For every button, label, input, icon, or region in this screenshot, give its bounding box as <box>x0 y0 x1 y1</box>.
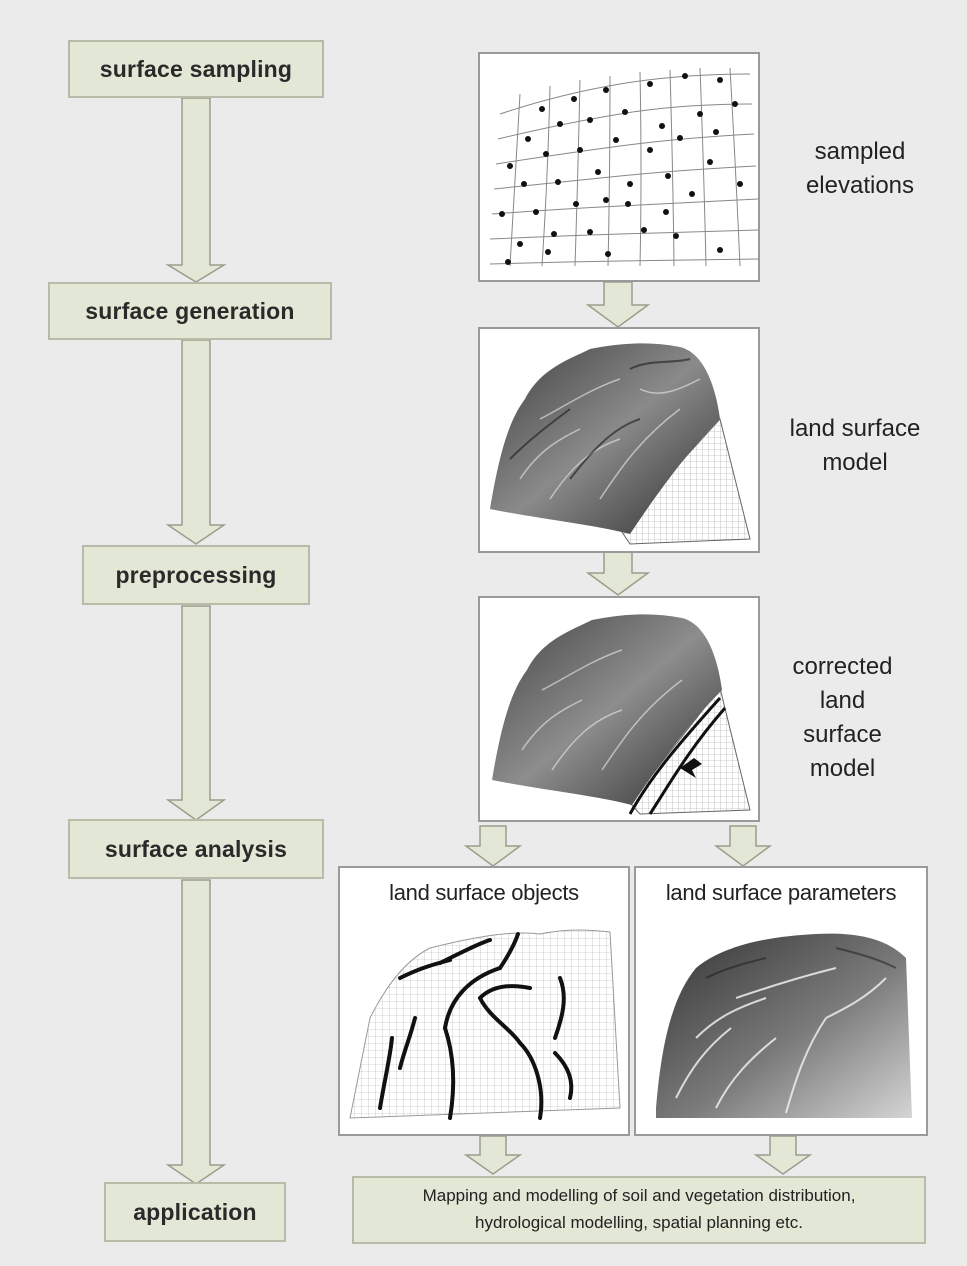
arrow-analysis-to-application <box>168 880 224 1184</box>
step-application: application <box>104 1182 286 1242</box>
sampled-elevations-panel <box>478 52 760 282</box>
terrain-model-image <box>480 329 760 553</box>
sampled-grid-image <box>480 54 760 282</box>
step-surface-sampling: surface sampling <box>68 40 324 98</box>
land-surface-model-panel <box>478 327 760 553</box>
arrow-objects-to-application <box>466 1136 520 1174</box>
caption-line: sampled <box>770 135 950 169</box>
application-text-line: Mapping and modelling of soil and vegeta… <box>354 1182 924 1209</box>
arrow-model-to-corrected <box>588 552 648 595</box>
drainage-network-image <box>340 868 630 1136</box>
arrow-sampled-to-model <box>588 282 648 327</box>
caption-line: land <box>770 684 915 718</box>
arrow-generation-to-preprocessing <box>168 340 224 544</box>
caption-line: surface <box>770 718 915 752</box>
caption-line: elevations <box>770 169 950 203</box>
arrow-preprocessing-to-analysis <box>168 606 224 820</box>
corrected-model-panel <box>478 596 760 822</box>
step-surface-analysis: surface analysis <box>68 819 324 879</box>
land-surface-model-caption: land surface model <box>770 412 940 480</box>
application-text-line: hydrological modelling, spatial planning… <box>354 1209 924 1236</box>
arrow-sampling-to-generation <box>168 98 224 282</box>
land-surface-parameters-panel: land surface parameters <box>634 866 928 1136</box>
caption-line: model <box>770 446 940 480</box>
corrected-terrain-image <box>480 598 760 822</box>
arrow-corrected-to-objects <box>466 826 520 866</box>
sampled-elevations-caption: sampled elevations <box>770 135 950 203</box>
arrow-parameters-to-application <box>756 1136 810 1174</box>
step-surface-generation: surface generation <box>48 282 332 340</box>
land-surface-objects-panel: land surface objects <box>338 866 630 1136</box>
corrected-model-caption: corrected land surface model <box>770 650 915 786</box>
step-preprocessing: preprocessing <box>82 545 310 605</box>
application-description: Mapping and modelling of soil and vegeta… <box>352 1176 926 1244</box>
caption-line: corrected <box>770 650 915 684</box>
arrow-corrected-to-parameters <box>716 826 770 866</box>
caption-line: model <box>770 752 915 786</box>
caption-line: land surface <box>770 412 940 446</box>
parameter-map-image <box>636 868 928 1136</box>
